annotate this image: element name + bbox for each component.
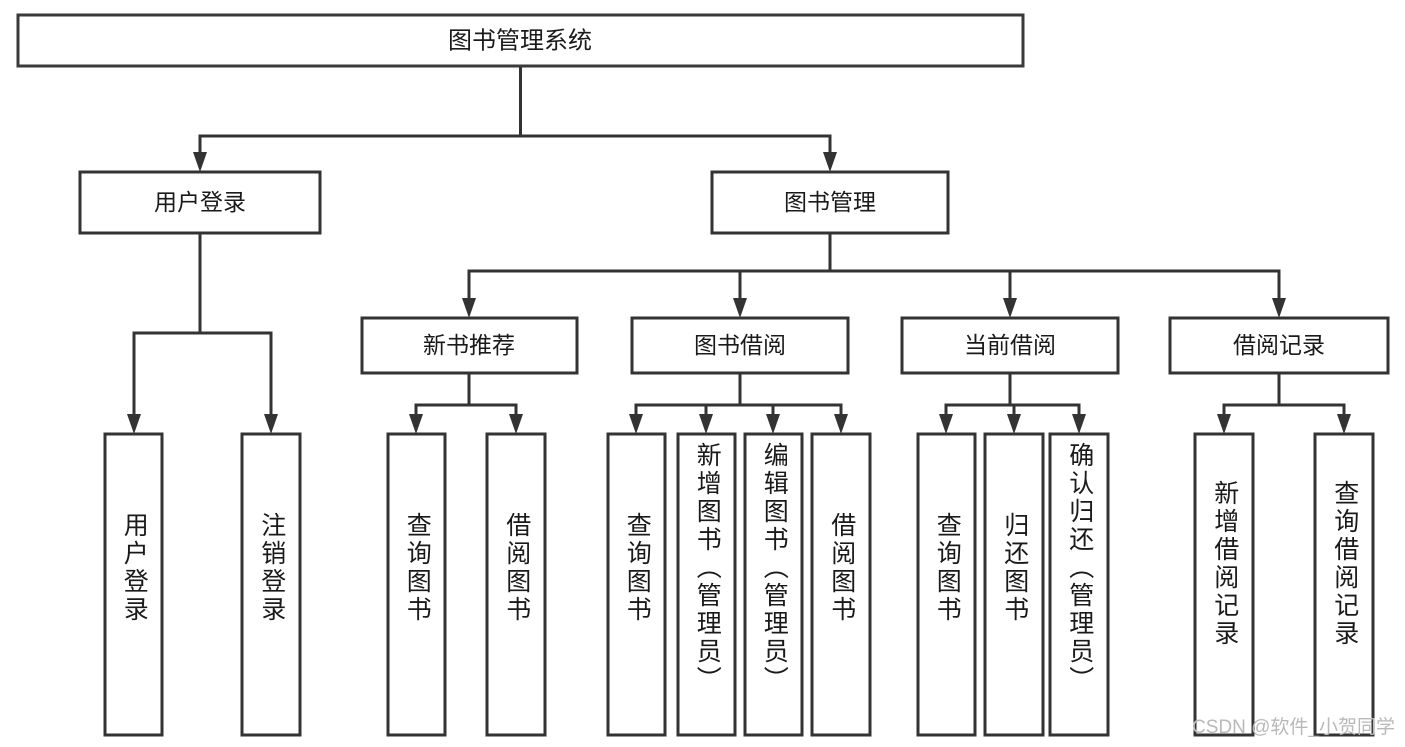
node-borrow-record-label: 借阅记录 — [1233, 332, 1325, 358]
arrowhead-bo-leaf1 — [629, 414, 643, 434]
node-book-borrow[interactable]: 图书借阅 — [630, 316, 850, 375]
connector-layer — [127, 64, 1351, 434]
node-current-borrow-label: 当前借阅 — [964, 332, 1056, 358]
node-borrow-record-box[interactable] — [1168, 316, 1390, 375]
leaf-box-logout[interactable] — [240, 432, 302, 737]
leaf-box-query-book-nb[interactable] — [386, 432, 447, 737]
node-user-login-box[interactable] — [78, 170, 322, 235]
node-book-borrow-box[interactable] — [630, 316, 850, 375]
node-user-login-label: 用户登录 — [154, 189, 246, 215]
node-user-login[interactable]: 用户登录 — [78, 170, 322, 235]
node-borrow-record[interactable]: 借阅记录 — [1168, 316, 1390, 375]
leaf-box-confirm-return-admin[interactable] — [1048, 432, 1110, 737]
arrowhead-nb-leaf2 — [509, 414, 523, 434]
leaf-box-query-book-bo[interactable] — [606, 432, 667, 737]
node-root[interactable]: 图书管理系统 — [16, 13, 1025, 68]
arrowhead-newbook — [462, 298, 476, 318]
arrowhead-login — [193, 152, 207, 172]
node-book-management-label: 图书管理 — [784, 189, 876, 215]
arrowhead-record — [1272, 298, 1286, 318]
arrowhead-bo-leaf3 — [766, 414, 780, 434]
leaf-box-borrow-book-nb[interactable] — [485, 432, 547, 737]
arrowhead-cu-leaf2 — [1007, 414, 1021, 434]
node-book-management[interactable]: 图书管理 — [710, 170, 950, 235]
arrowhead-re-leaf1 — [1217, 414, 1231, 434]
arrowhead-nb-leaf1 — [409, 414, 423, 434]
node-current-borrow[interactable]: 当前借阅 — [900, 316, 1120, 375]
arrowhead-current — [1003, 298, 1017, 318]
arrowhead-bookmgmt — [823, 152, 837, 172]
arrowhead-cu-leaf3 — [1072, 414, 1086, 434]
node-new-book-recommend-box[interactable] — [360, 316, 579, 375]
arrowhead-bo-leaf2 — [699, 414, 713, 434]
leaf-box-query-borrow-record[interactable] — [1313, 432, 1375, 737]
arrowhead-cu-leaf1 — [939, 414, 953, 434]
leaf-box-return-book[interactable] — [983, 432, 1045, 737]
leaf-box-query-book-cu[interactable] — [916, 432, 977, 737]
arrowhead-bo-leaf4 — [834, 414, 848, 434]
leaf-box-add-book-admin[interactable] — [676, 432, 737, 737]
arrowhead-borrow — [733, 298, 747, 318]
node-book-borrow-label: 图书借阅 — [694, 332, 786, 358]
leaf-box-add-borrow-record[interactable] — [1193, 432, 1255, 737]
leaf-box-borrow-book-bo[interactable] — [810, 432, 872, 737]
node-root-box[interactable] — [16, 13, 1025, 68]
arrowhead-login-leaf2 — [264, 414, 278, 434]
arrowhead-login-leaf1 — [127, 414, 141, 434]
leaf-box-user-login[interactable] — [103, 432, 164, 737]
arrowhead-re-leaf2 — [1337, 414, 1351, 434]
node-book-management-box[interactable] — [710, 170, 950, 235]
watermark: CSDN @软件_小贺同学 — [1192, 717, 1395, 738]
node-new-book-recommend[interactable]: 新书推荐 — [360, 316, 579, 375]
node-current-borrow-box[interactable] — [900, 316, 1120, 375]
node-new-book-recommend-label: 新书推荐 — [423, 332, 515, 358]
leaf-box-edit-book-admin[interactable] — [743, 432, 804, 737]
leaf-box-layer — [103, 432, 1375, 737]
node-root-label: 图书管理系统 — [448, 27, 592, 54]
